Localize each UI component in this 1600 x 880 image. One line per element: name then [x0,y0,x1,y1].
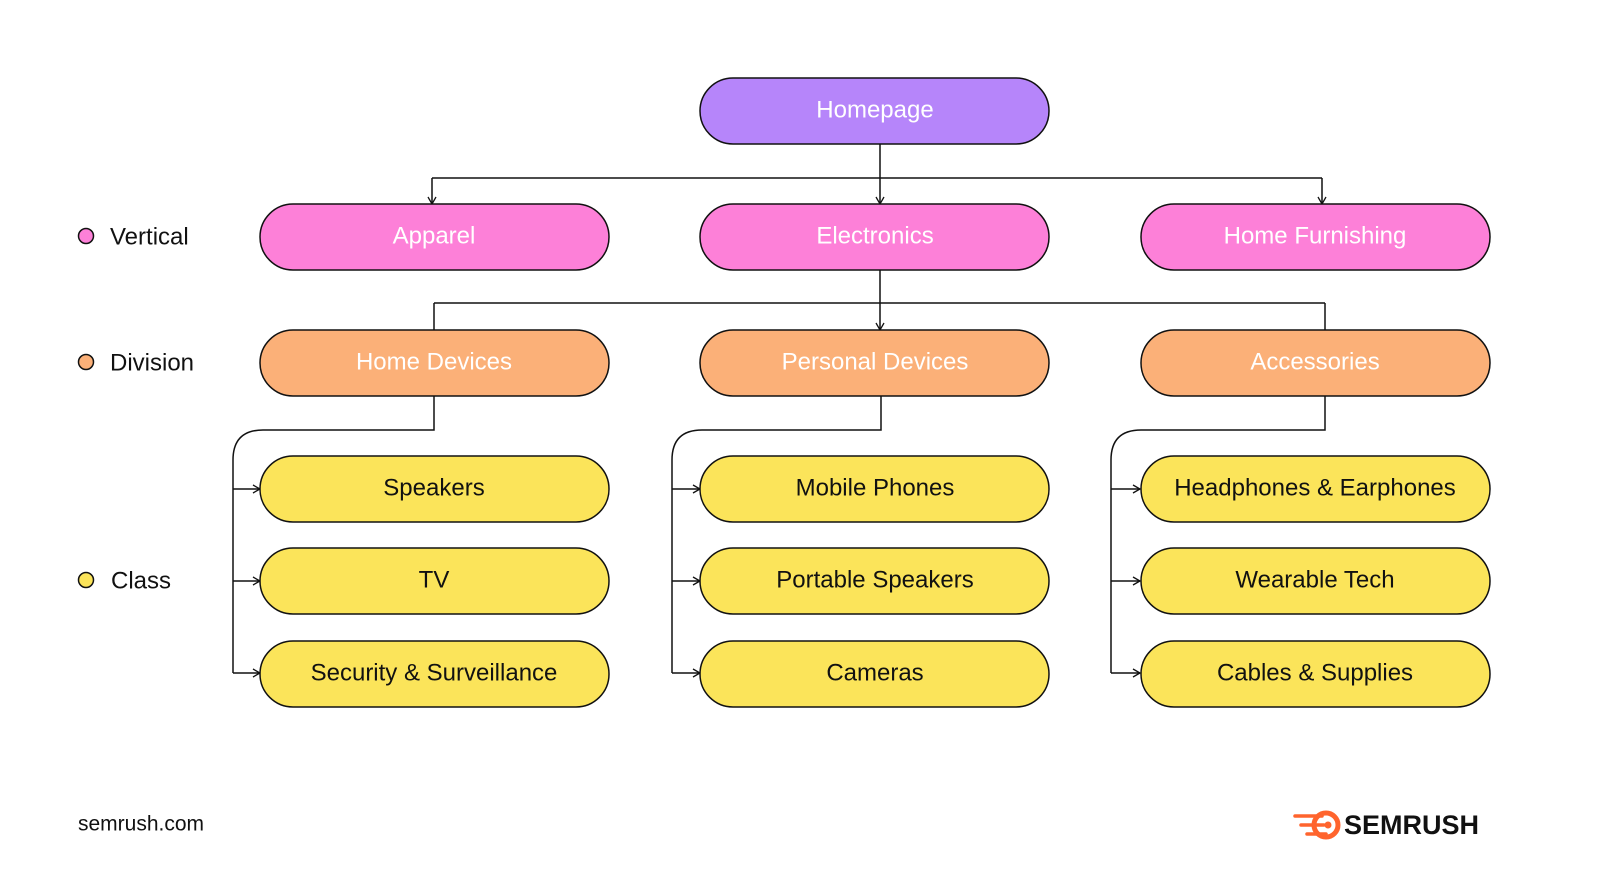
class-node-shape [699,547,1050,615]
class-node-cameras: Cameras [699,640,1050,708]
class-node-security-surveillance: Security & Surveillance [259,640,610,708]
division-node-label: Home Devices [356,349,512,376]
class-node-label: Mobile Phones [796,475,955,502]
class-node-shape [1140,640,1491,708]
class-node-label: Wearable Tech [1235,567,1394,594]
division-node-accessories: Accessories [1140,329,1491,397]
legend: Vertical Division Class [77,224,194,595]
home-devices-branch [232,396,435,673]
class-node-shape [1140,547,1491,615]
vertical-node-label: Electronics [816,223,933,250]
division-node-label: Personal Devices [782,349,969,376]
footer-site-text: semrush.com [78,813,204,836]
legend-label: Class [111,568,171,595]
legend-label: Division [110,350,194,377]
root-node-shape [699,77,1050,145]
class-node-label: TV [419,567,450,594]
division-node-shape [259,329,610,397]
vertical-node-shape [699,203,1050,271]
vertical-node-apparel: Apparel [259,203,610,271]
legend-item-class: Class [77,568,171,595]
accessories-branch [1110,396,1326,673]
class-node-tv: TV [259,547,610,615]
class-node-label: Cameras [826,660,923,687]
division-node-personal-devices: Personal Devices [699,329,1050,397]
class-node-shape [1140,455,1491,523]
legend-dot-icon [77,227,95,245]
semrush-brand-logo: SEMRUSH [1293,810,1479,840]
legend-item-division: Division [77,350,194,377]
connector-lines [232,144,1327,678]
division-node-home-devices: Home Devices [259,329,610,397]
vertical-node-label: Apparel [393,223,476,250]
division-node-label: Accessories [1250,349,1379,376]
legend-dot-icon [77,353,95,371]
brand-wordmark: SEMRUSH [1344,810,1479,840]
vertical-node-electronics: Electronics [699,203,1050,271]
class-node-portable-speakers: Portable Speakers [699,547,1050,615]
class-node-shape [259,640,610,708]
division-node-shape [699,329,1050,397]
class-node-shape [259,547,610,615]
root-connector-bus [432,144,1322,179]
semrush-flame-logo-icon [1293,810,1341,840]
division-node-shape [1140,329,1491,397]
class-node-speakers: Speakers [259,455,610,523]
class-node-label: Security & Surveillance [311,660,558,687]
legend-item-vertical: Vertical [77,224,189,251]
legend-label: Vertical [110,224,189,251]
class-node-label: Speakers [383,475,484,502]
class-node-wearable-tech: Wearable Tech [1140,547,1491,615]
class-node-label: Portable Speakers [776,567,973,594]
vertical-node-shape [1140,203,1491,271]
personal-devices-branch [671,396,882,673]
vertical-node-label: Home Furnishing [1224,223,1407,250]
class-node-mobile-phones: Mobile Phones [699,455,1050,523]
class-node-shape [699,640,1050,708]
class-node-shape [699,455,1050,523]
class-node-headphones-earphones: Headphones & Earphones [1140,455,1491,523]
class-node-label: Headphones & Earphones [1174,475,1456,502]
root-node-homepage: Homepage [699,77,1050,145]
vertical-node-shape [259,203,610,271]
class-node-label: Cables & Supplies [1217,660,1413,687]
class-node-cables-supplies: Cables & Supplies [1140,640,1491,708]
class-node-shape [259,455,610,523]
legend-dot-icon [77,571,95,589]
vertical-node-home-furnishing: Home Furnishing [1140,203,1491,271]
root-node-label: Homepage [816,97,933,124]
